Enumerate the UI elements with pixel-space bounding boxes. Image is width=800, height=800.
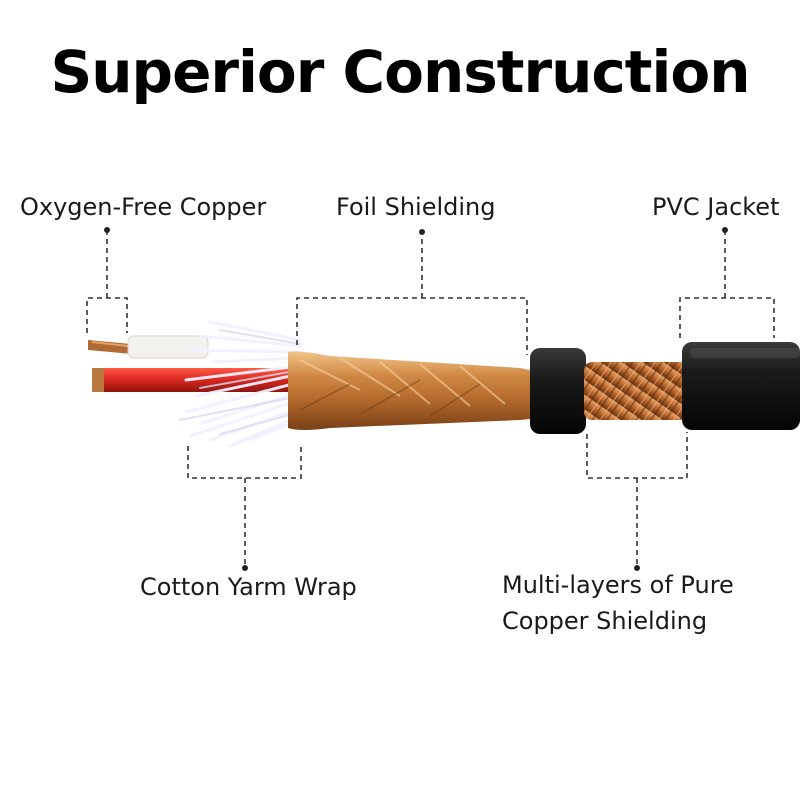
- oxygen-free-copper-label: Oxygen-Free Copper: [20, 193, 267, 221]
- white-wire: [127, 335, 209, 359]
- page-title: Superior Construction: [50, 38, 750, 106]
- foil-shielding-label: Foil Shielding: [336, 193, 496, 221]
- pvc-jacket: [682, 342, 800, 430]
- copper-braid: [584, 362, 696, 420]
- pvc-jacket-label: PVC Jacket: [652, 193, 780, 221]
- leader-lines: [86, 232, 775, 566]
- foil-shield: [288, 351, 540, 430]
- leader-dots: [104, 227, 728, 571]
- copper-shielding-label-line2: Copper Shielding: [502, 607, 708, 635]
- inner-ring: [530, 348, 586, 434]
- cotton-yarn-wrap-label: Cotton Yarm Wrap: [140, 573, 357, 601]
- copper-shielding-label-line1: Multi-layers of Pure: [502, 571, 734, 599]
- copper-conductor: [88, 340, 132, 354]
